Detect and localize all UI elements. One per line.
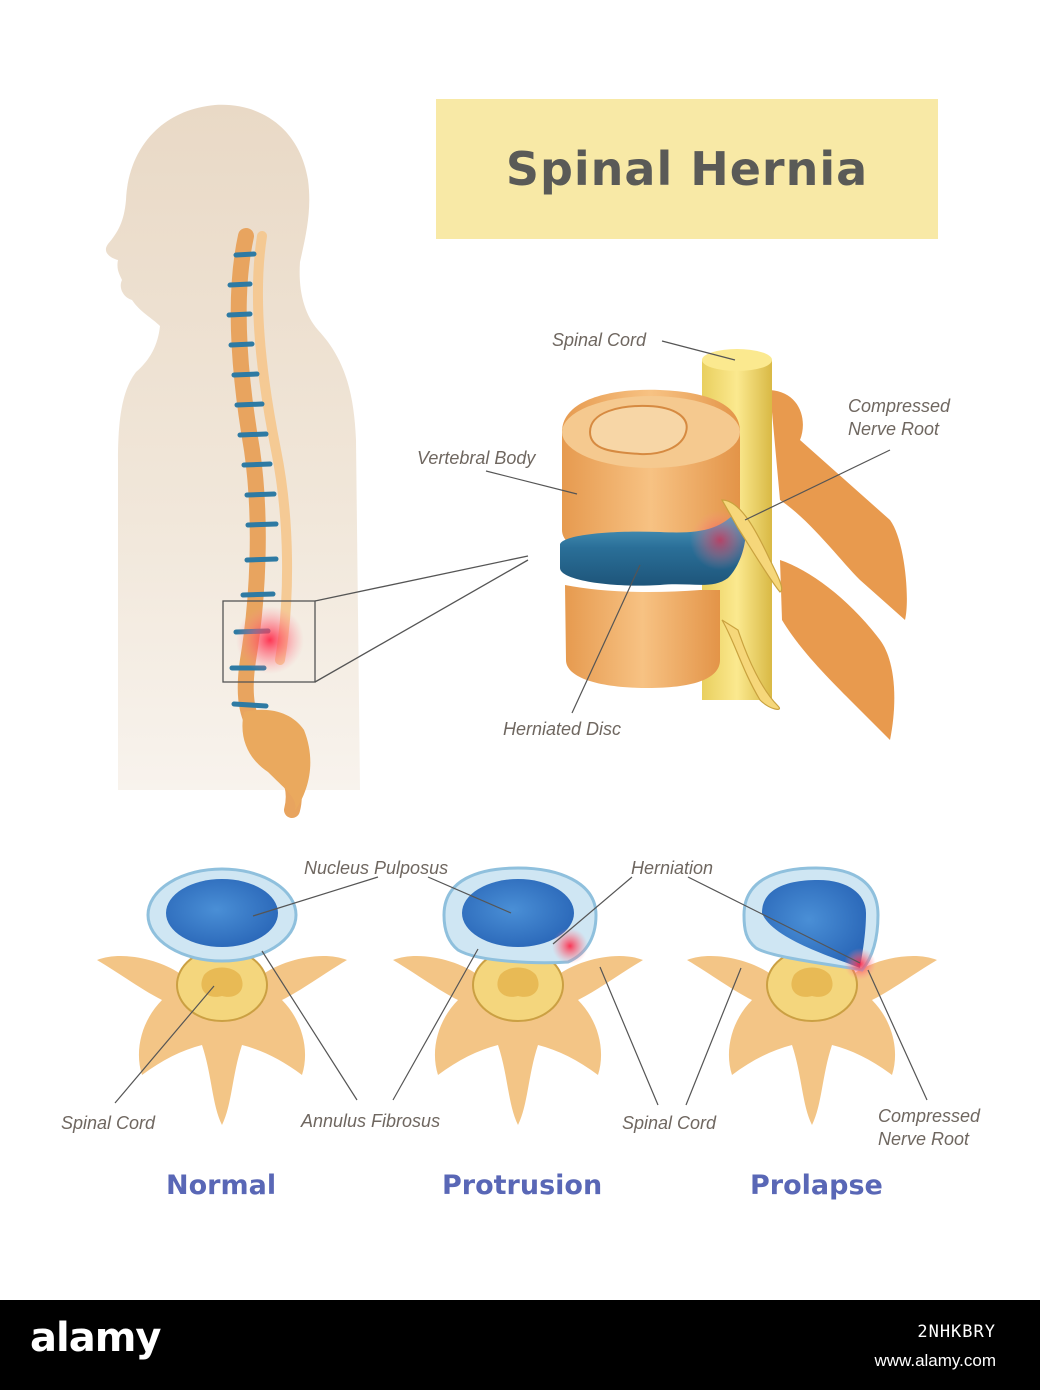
- pain-spot: [236, 606, 304, 674]
- image-code: 2NHKBRY: [917, 1322, 996, 1342]
- stage-label-normal: Normal: [166, 1170, 277, 1201]
- label-herniation: Herniation: [631, 858, 714, 878]
- zoom-box: [222, 600, 316, 683]
- label-compressed-nerve-root-top: Compressed Nerve Root: [848, 396, 951, 439]
- body-silhouette: [105, 104, 360, 790]
- normal-disc-illustration: [97, 867, 347, 1125]
- label-annulus-fibrosus: Annulus Fibrosus: [301, 1111, 441, 1131]
- protrusion-disc-illustration: [393, 866, 643, 1125]
- watermark-footer-bar: [0, 1300, 1040, 1390]
- stage-label-prolapse: Prolapse: [750, 1170, 883, 1201]
- page-title: Spinal Hernia: [505, 142, 869, 196]
- label-vertebral-body: Vertebral Body: [417, 448, 536, 468]
- title-box: Spinal Hernia: [436, 99, 938, 239]
- label-spinal-cord-left: Spinal Cord: [61, 1113, 156, 1133]
- label-nucleus-pulposus: Nucleus Pulposus: [304, 858, 449, 878]
- label-spinal-cord-top: Spinal Cord: [552, 330, 647, 350]
- diagram-artwork: [97, 104, 937, 1125]
- label-spinal-cord-mid: Spinal Cord: [622, 1113, 717, 1133]
- brand-logo: alamy: [30, 1315, 161, 1361]
- label-herniated-disc: Herniated Disc: [503, 719, 622, 739]
- label-compressed-nerve-root-bottom: Compressed Nerve Root: [878, 1106, 981, 1149]
- brand-url: www.alamy.com: [874, 1351, 996, 1370]
- prolapse-disc-illustration: [687, 866, 937, 1125]
- spine-illustration: [226, 228, 311, 818]
- stage-label-protrusion: Protrusion: [442, 1170, 603, 1201]
- vertebra-3d-illustration: [560, 349, 907, 740]
